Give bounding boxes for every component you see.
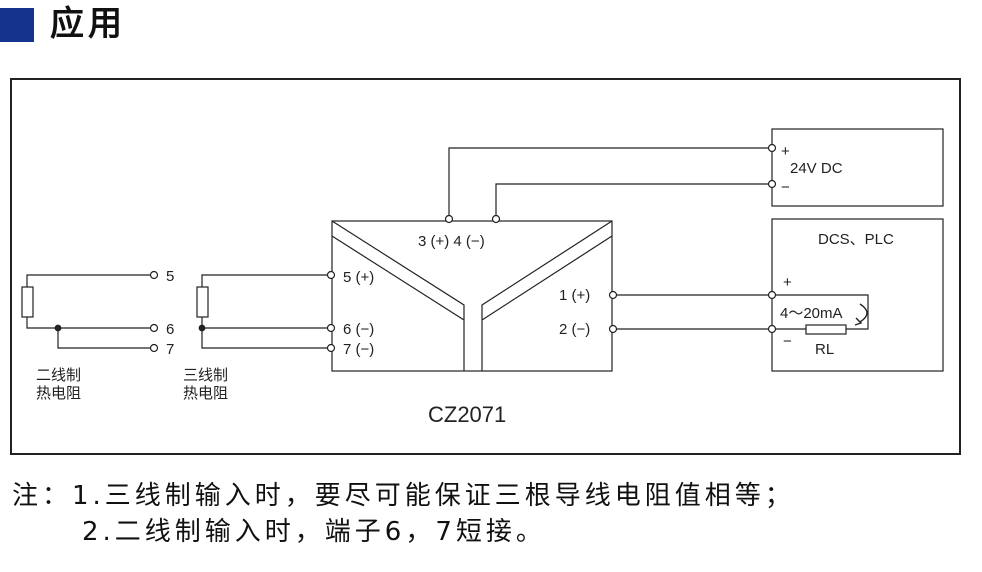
two-wire-terminal-5: 5 [166,268,174,285]
power-wire-minus [495,183,770,216]
two-wire-label-line1: 二线制 [36,367,81,384]
power-minus-dot [767,179,777,189]
transmitter-terminal-6-dot [326,323,336,333]
two-wire-terminal-6: 6 [166,321,174,338]
receiver-plus-dot [767,290,777,300]
terminal-1-dot [608,290,618,300]
receiver-minus-dot [767,324,777,334]
receiver-plus-sign: + [783,274,792,291]
power-wire-plus [448,147,770,216]
receiver-title: DCS、PLC [818,231,894,248]
three-wire-rtd: 三线制 热电阻 [183,270,336,402]
power-terminal-label: 3 (+) 4 (−) [418,233,485,250]
terminal-3-dot [444,214,454,224]
power-supply-box: + 24V DC − [767,128,944,207]
loop-wire [775,294,869,330]
three-wire-label-line2: 热电阻 [183,385,228,402]
terminal-2-dot [608,324,618,334]
three-wire-bottom-lead [201,317,327,349]
three-wire-junction [198,324,206,332]
transmitter-block: 3 (+) 4 (−) 5 (+) 6 (−) 7 (−) 1 (+) 2 (−… [331,220,613,427]
two-wire-junction [54,324,62,332]
two-wire-terminal-5-dot [149,270,159,280]
current-arrowhead [854,317,863,326]
terminal-4-dot [491,214,501,224]
header-accent-square [0,8,34,42]
power-plus-sign: + [781,143,790,160]
three-wire-label-line1: 三线制 [183,367,228,384]
two-wire-terminal-6-dot [149,323,159,333]
output-terminal-2: 2 (−) [559,321,590,338]
input-terminal-6: 6 (−) [343,321,374,338]
section-header: 应用 [0,0,300,50]
two-wire-terminal-7-dot [149,343,159,353]
two-wire-resistor [21,286,34,318]
power-supply-frame [771,128,944,207]
note-line-2: 2.二线制输入时，端子6，7短接。 [82,517,546,547]
two-wire-rtd: 5 6 7 二线制 热电阻 [21,268,174,402]
current-label: 4～20mA [780,305,843,322]
two-wire-short-lead [57,328,150,349]
model-label: CZ2071 [428,402,506,427]
current-arrow [859,303,868,323]
output-terminal-1: 1 (+) [559,287,590,304]
divider-y-shape [331,220,613,371]
section-title: 应用 [50,4,126,44]
three-wire-top-lead [201,274,327,287]
transmitter-terminal-5-dot [326,270,336,280]
power-minus-sign: − [781,179,790,196]
two-wire-bottom-lead [26,317,150,329]
power-supply-label: 24V DC [790,160,843,177]
receiver-minus-sign: − [783,333,792,350]
notes: 注：1.三线制输入时，要尽可能保证三根导线电阻值相等； 2.二线制输入时，端子6… [12,478,795,550]
transmitter-terminal-7-dot [326,343,336,353]
two-wire-terminal-7: 7 [166,341,174,358]
two-wire-label-line2: 热电阻 [36,385,81,402]
three-wire-resistor [196,286,209,318]
two-wire-top-lead [26,274,150,287]
receiver-box: DCS、PLC + 4～20mA − RL [767,218,944,372]
input-terminal-7: 7 (−) [343,341,374,358]
note-line-1: 注：1.三线制输入时，要尽可能保证三根导线电阻值相等； [12,481,795,511]
outer-frame [10,78,961,455]
resistor-label: RL [815,341,834,358]
load-resistor [805,324,847,335]
input-terminal-5: 5 (+) [343,269,374,286]
power-plus-dot [767,143,777,153]
wiring-diagram: 3 (+) 4 (−) 5 (+) 6 (−) 7 (−) 1 (+) 2 (−… [10,78,961,455]
